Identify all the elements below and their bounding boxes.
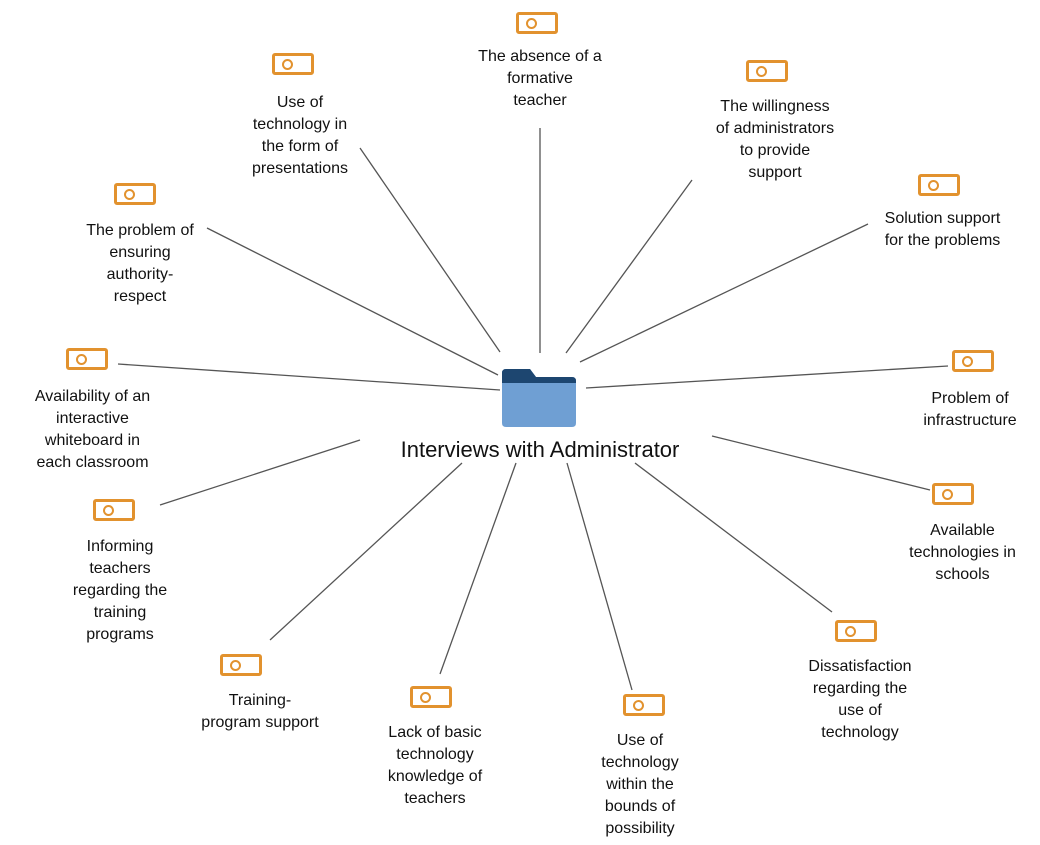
connector-line <box>565 179 693 354</box>
code-icon[interactable] <box>835 620 877 642</box>
code-label[interactable]: Training- program support <box>201 692 319 731</box>
connector-line <box>159 439 361 506</box>
code-label[interactable]: Solution support for the problems <box>884 210 1001 249</box>
code-label[interactable]: Lack of basic technology knowledge of te… <box>387 724 483 807</box>
connector-line <box>359 147 501 353</box>
connector-line <box>711 435 931 491</box>
center-label[interactable]: Interviews with Administrator <box>400 437 680 462</box>
code-icon[interactable] <box>66 348 108 370</box>
code-icon[interactable] <box>623 694 665 716</box>
code-icon[interactable] <box>410 686 452 708</box>
code-label[interactable]: The willingness of administrators to pro… <box>715 98 835 181</box>
code-label[interactable]: Dissatisfaction regarding the use of tec… <box>808 658 912 741</box>
code-icon[interactable] <box>918 174 960 196</box>
code-icon[interactable] <box>93 499 135 521</box>
code-label[interactable]: Problem of infrastructure <box>923 390 1017 429</box>
code-icon[interactable] <box>272 53 314 75</box>
code-icon[interactable] <box>952 350 994 372</box>
connector-line <box>579 223 869 363</box>
code-icon[interactable] <box>932 483 974 505</box>
code-label[interactable]: Informing teachers regarding the trainin… <box>72 538 168 643</box>
code-label[interactable]: Use of technology within the bounds of p… <box>601 732 679 837</box>
code-icon[interactable] <box>114 183 156 205</box>
connector-line <box>439 462 517 675</box>
code-label[interactable]: The absence of a formative teacher <box>478 48 602 109</box>
code-icon[interactable] <box>516 12 558 34</box>
code-label[interactable]: The problem of ensuring authority- respe… <box>86 222 194 305</box>
code-label[interactable]: Available technologies in schools <box>909 522 1016 583</box>
code-label[interactable]: Use of technology in the form of present… <box>251 94 349 177</box>
connector-line <box>117 363 501 391</box>
connector-line <box>206 227 499 376</box>
code-icon[interactable] <box>220 654 262 676</box>
connector-line <box>566 462 633 691</box>
code-icon[interactable] <box>746 60 788 82</box>
connector-line <box>269 462 463 641</box>
folder-icon[interactable] <box>500 361 578 434</box>
connector-line <box>585 365 949 389</box>
code-label[interactable]: Availability of an interactive whiteboar… <box>34 388 151 471</box>
connector-line <box>634 462 833 613</box>
